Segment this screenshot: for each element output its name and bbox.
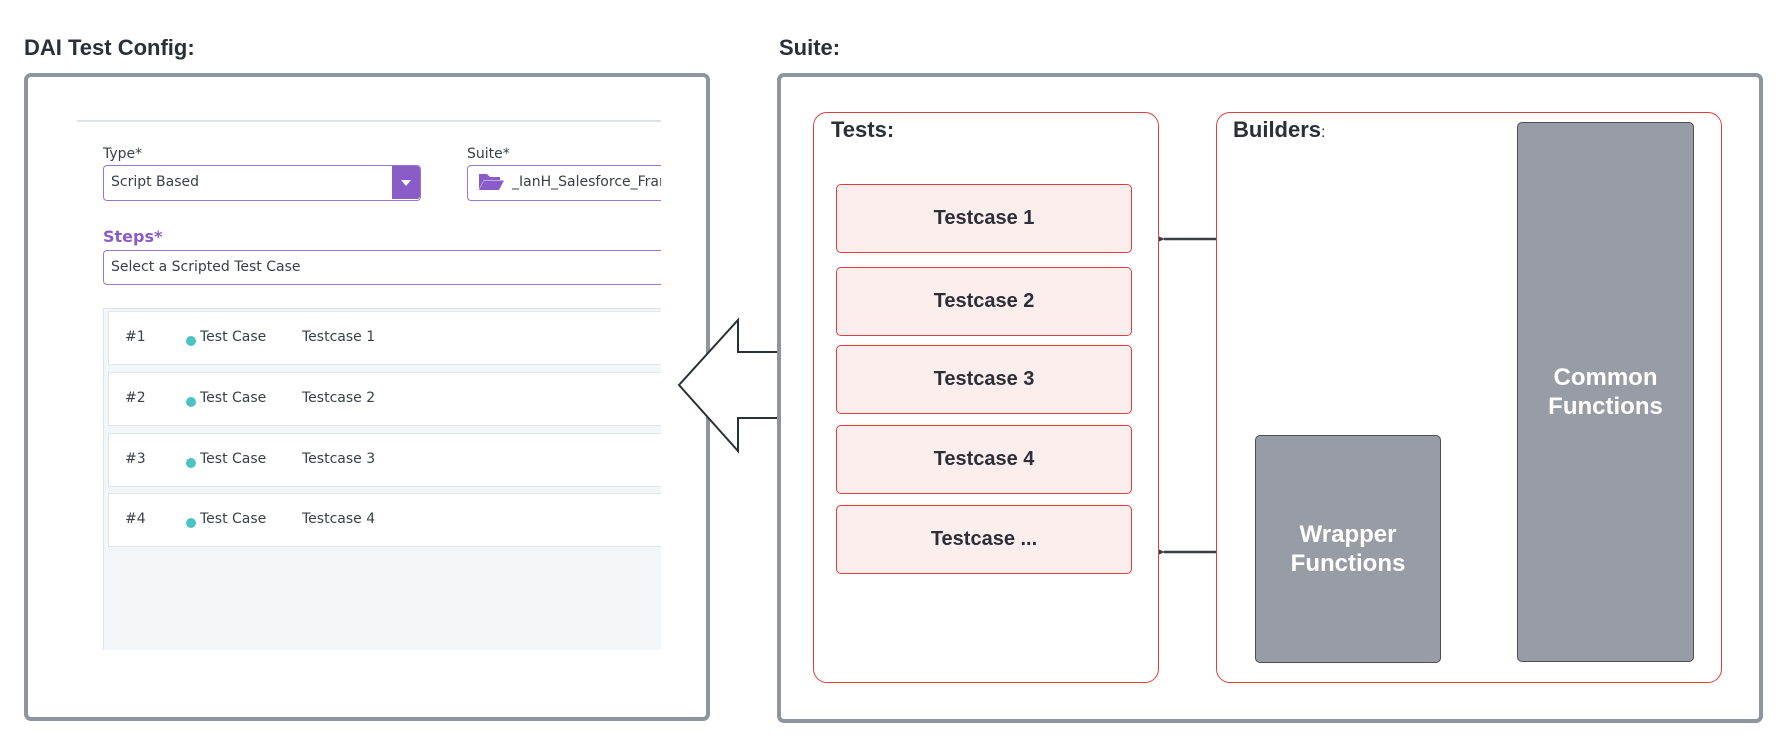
status-dot [186,458,196,468]
status-dot [186,336,196,346]
steps-select[interactable]: Select a Scripted Test Case [103,250,661,285]
step-name: Testcase 2 [302,390,376,406]
suite-panel: Tests: Testcase 1 Testcase 2 Testcase 3 … [777,73,1763,723]
folder-open-icon [479,173,504,190]
suite-select[interactable]: _IanH_Salesforce_Framework [467,165,661,201]
builders-title: Builders [1233,117,1322,142]
testcase-box: Testcase 1 [836,184,1132,253]
config-heading: DAI Test Config: [24,35,195,60]
divider [77,120,661,122]
steps-label: Steps* [103,227,163,246]
steps-placeholder: Select a Scripted Test Case [111,259,301,275]
step-name: Testcase 4 [302,511,376,527]
step-number: #2 [125,390,146,406]
testcase-box: Testcase 3 [836,345,1132,414]
type-label: Type* [103,146,143,162]
config-panel: Type* Script Based Suite* _IanH_Salesfor… [24,73,710,721]
step-row[interactable]: #4 Test Case Testcase 4 [108,493,661,547]
step-name: Testcase 1 [302,329,376,345]
builders-container: Builders: Common Functions Wrapper Funct… [1216,112,1722,683]
step-kind: Test Case [200,451,267,467]
step-number: #3 [125,451,146,467]
caret [401,179,411,186]
builders-colon: : [1321,124,1326,141]
suite-select-value: _IanH_Salesforce_Framework [512,174,661,190]
step-kind: Test Case [200,390,267,406]
step-name: Testcase 3 [302,451,376,467]
type-select[interactable]: Script Based [103,165,421,201]
suite-label: Suite* [467,146,510,162]
testcase-box: Testcase 4 [836,425,1132,494]
config-screenshot: Type* Script Based Suite* _IanH_Salesfor… [77,120,661,650]
builders-label: Builders: [1233,117,1325,143]
suite-heading: Suite: [779,35,841,60]
step-number: #1 [125,329,146,345]
status-dot [186,397,196,407]
status-dot [186,518,196,528]
step-kind: Test Case [200,511,267,527]
testcase-box: Testcase 2 [836,267,1132,336]
step-kind: Test Case [200,329,267,345]
step-row[interactable]: #1 Test Case Testcase 1 [108,311,661,365]
tests-container: Tests: Testcase 1 Testcase 2 Testcase 3 … [813,112,1159,683]
tests-label: Tests: [831,117,895,142]
testcase-box: Testcase ... [836,505,1132,574]
type-select-value: Script Based [111,174,200,190]
step-row[interactable]: #3 Test Case Testcase 3 [108,433,661,487]
steps-list: #1 Test Case Testcase 1 #2 Test Case Tes… [103,308,661,650]
wrapper-functions-box: Wrapper Functions [1255,435,1441,663]
chevron-down-icon[interactable] [392,166,420,199]
common-functions-box: Common Functions [1517,122,1694,662]
step-row[interactable]: #2 Test Case Testcase 2 [108,372,661,426]
step-number: #4 [125,511,146,527]
